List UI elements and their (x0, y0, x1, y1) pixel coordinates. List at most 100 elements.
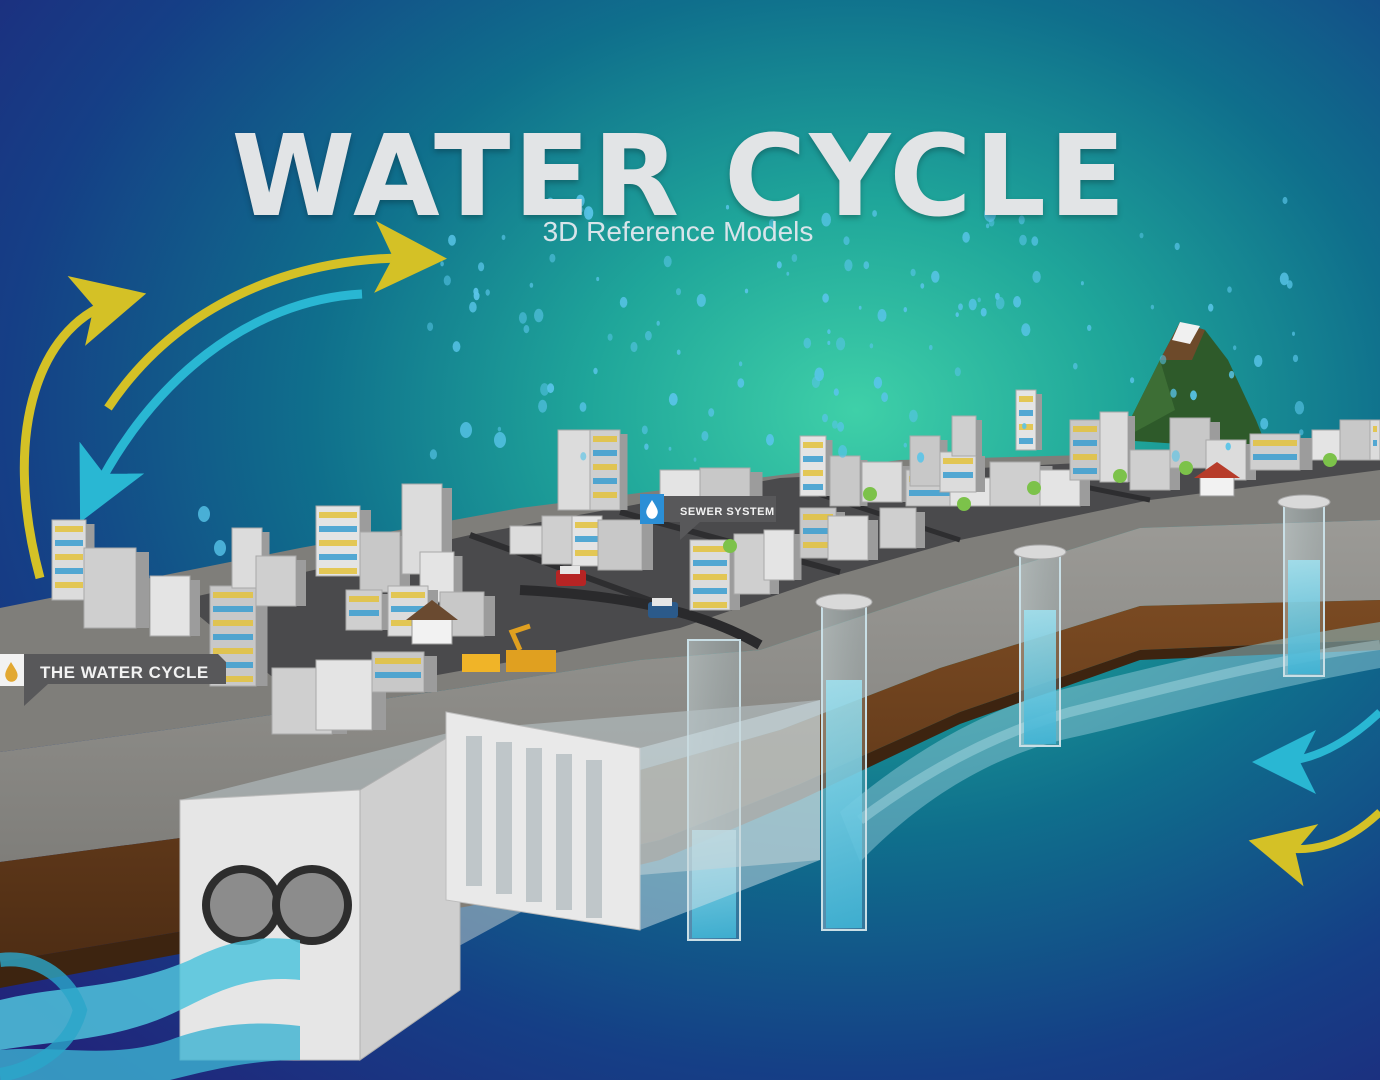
water-droplet (926, 202, 932, 210)
water-droplet (1292, 354, 1299, 363)
water-droplet (668, 446, 672, 451)
water-cycle-label: THE WATER CYCLE (40, 663, 209, 682)
water-droplet (579, 402, 587, 412)
water-droplet (497, 426, 502, 432)
water-droplet (630, 341, 638, 353)
water-droplet (549, 253, 556, 263)
water-droplet (1299, 429, 1304, 436)
water-droplet (827, 329, 831, 335)
water-droplet (977, 297, 981, 303)
water-droplet (1031, 236, 1039, 246)
water-droplet (985, 223, 990, 229)
water-droplet (593, 367, 598, 375)
water-droplet (869, 343, 874, 349)
water-droplet (619, 296, 628, 308)
runoff-arrow-right (1252, 709, 1380, 794)
water-droplet (494, 432, 506, 448)
water-droplet (1087, 324, 1092, 331)
building (1249, 433, 1313, 471)
vehicles (462, 566, 678, 672)
water-droplet (954, 367, 961, 377)
water-droplet (198, 506, 210, 522)
water-droplet (580, 207, 584, 213)
water-droplet (833, 388, 839, 396)
water-droplet (518, 312, 527, 324)
return-arrow-right (1248, 809, 1380, 887)
water-droplet (547, 383, 555, 394)
water-droplet (929, 344, 933, 351)
water-droplet (1282, 196, 1288, 205)
water-droplet (1032, 270, 1041, 283)
tree (1027, 481, 1041, 495)
building (939, 451, 985, 493)
water-droplet (1139, 232, 1144, 239)
water-droplet (822, 293, 829, 303)
water-droplet (663, 255, 672, 268)
water-droplet (1260, 418, 1269, 430)
building (345, 589, 391, 631)
water-droplet (910, 268, 916, 277)
water-droplet (1021, 323, 1031, 337)
evaporation-arrow-outer (19, 276, 147, 580)
water-droplet (958, 303, 963, 311)
water-droplet (827, 340, 831, 345)
water-droplet (501, 234, 506, 241)
water-droplets (198, 194, 1305, 556)
water-droplet (596, 276, 600, 282)
water-droplet (645, 330, 652, 341)
water-droplet (822, 413, 828, 423)
water-droplet (473, 287, 479, 296)
water-droplet (701, 431, 709, 441)
water-droplet (1228, 370, 1235, 379)
building (149, 575, 200, 637)
building (1369, 419, 1380, 461)
water-droplet (1170, 388, 1177, 398)
water-droplet (744, 288, 749, 294)
water-droplet (1225, 442, 1231, 451)
water-droplet (469, 301, 477, 313)
water-droplet (580, 452, 587, 461)
water-droplet (1018, 215, 1025, 225)
water-droplet (656, 320, 660, 326)
building (827, 515, 878, 561)
water-droplet (903, 307, 908, 313)
water-droplet (873, 376, 883, 389)
water-droplet (478, 262, 485, 272)
water-droplet (1286, 280, 1293, 289)
water-droplet (693, 457, 697, 462)
water-droplet (676, 288, 681, 296)
water-droplet (903, 442, 907, 448)
water-droplet (843, 236, 850, 246)
evaporation-arrow-top (104, 220, 447, 411)
water-droplet (872, 210, 877, 217)
tree (863, 487, 877, 501)
water-droplet (931, 270, 940, 283)
building (597, 519, 653, 571)
water-droplet (877, 309, 887, 322)
water-droplet (768, 218, 776, 229)
water-droplet (1279, 272, 1289, 286)
water-droplet (427, 322, 434, 332)
water-droplet (214, 540, 226, 556)
water-droplet (811, 376, 821, 389)
tree (1113, 469, 1127, 483)
water-droplet (676, 349, 681, 355)
water-droplet (460, 422, 472, 438)
water-droplet (1022, 423, 1027, 430)
water-droplet (607, 333, 613, 341)
truck (462, 654, 500, 672)
water-droplet (909, 409, 918, 423)
water-droplet (1171, 450, 1180, 462)
building (83, 547, 149, 629)
building (589, 429, 628, 511)
building (255, 555, 306, 607)
water-droplet (529, 282, 534, 288)
water-droplet (1150, 304, 1155, 310)
building (209, 585, 268, 687)
water-droplet (485, 289, 490, 296)
water-droplet (1190, 390, 1197, 401)
sewer-system-label: SEWER SYSTEM (680, 506, 775, 518)
water-droplet (766, 434, 774, 446)
water-droplet (1073, 362, 1078, 370)
